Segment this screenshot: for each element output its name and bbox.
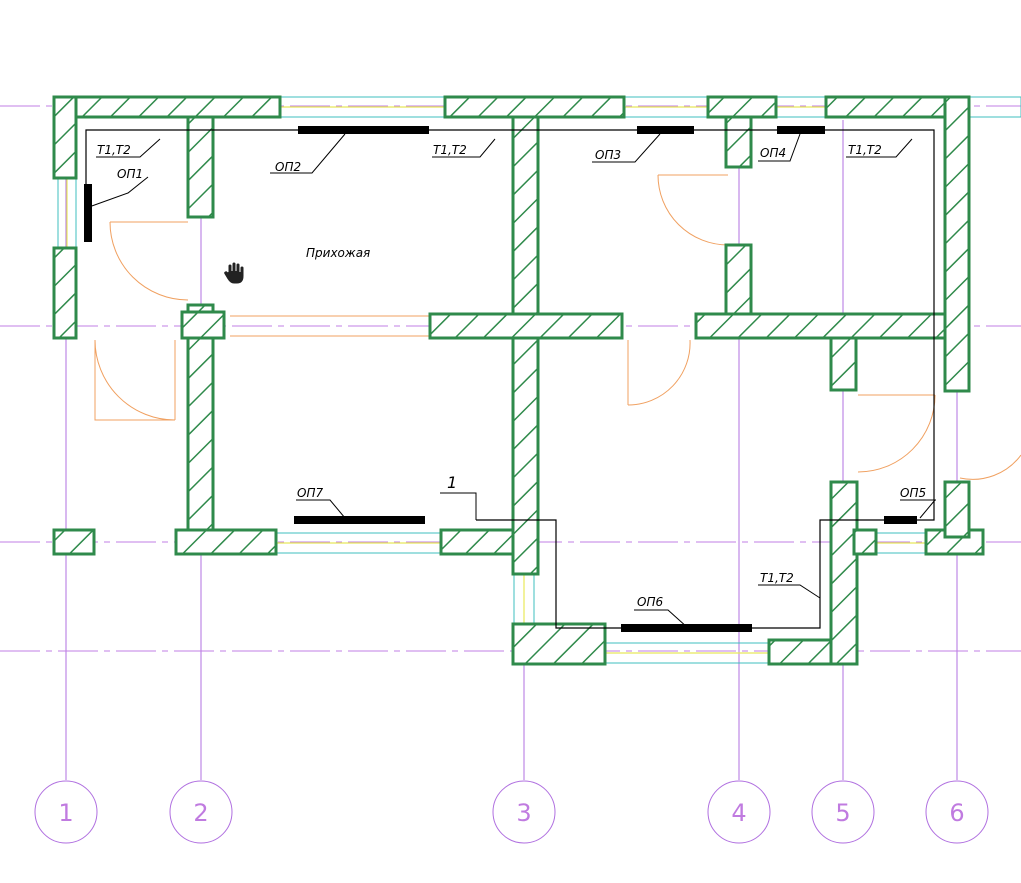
label-op1: ОП1 (117, 167, 143, 181)
heater-op5 (884, 516, 917, 524)
axis-label-5: 5 (835, 799, 850, 827)
axis-label-4: 4 (731, 799, 746, 827)
pipe-tag: Т1,Т2 (433, 143, 467, 157)
heater-op2 (298, 126, 429, 134)
heater-op4 (777, 126, 825, 134)
axis-grid (0, 105, 1021, 780)
room-name: Прихожая (306, 246, 370, 260)
doors (94, 174, 1021, 480)
leaders (88, 133, 936, 629)
label-op4: ОП4 (760, 146, 786, 160)
heater-op1 (84, 184, 92, 242)
label-op6: ОП6 (637, 595, 663, 609)
label-op7: ОП7 (297, 486, 323, 500)
axis-label-6: 6 (949, 799, 964, 827)
pipe-tag: Т1,Т2 (760, 571, 794, 585)
label-op5: ОП5 (900, 486, 926, 500)
heater-labels: ОП1 ОП2 ОП3 ОП4 ОП5 ОП6 ОП7 (117, 146, 926, 609)
axis-label-3: 3 (516, 799, 531, 827)
label-op2: ОП2 (275, 160, 301, 174)
heater-op6 (621, 624, 752, 632)
label-op3: ОП3 (595, 148, 621, 162)
heater-op3 (637, 126, 694, 134)
walls (52, 95, 985, 666)
pipe-tag: Т1,Т2 (97, 143, 131, 157)
pan-hand-cursor-icon (223, 261, 245, 285)
pipe-tags: Т1,Т2 Т1,Т2 Т1,Т2 Т1,Т2 1 (97, 143, 882, 585)
riser-tag: 1 (447, 473, 457, 492)
axis-markers: 1 2 3 4 5 6 (34, 780, 989, 844)
heaters (84, 126, 917, 632)
axis-label-1: 1 (58, 799, 73, 827)
pipe-tag: Т1,Т2 (848, 143, 882, 157)
heater-op7 (294, 516, 425, 524)
axis-label-2: 2 (193, 799, 208, 827)
